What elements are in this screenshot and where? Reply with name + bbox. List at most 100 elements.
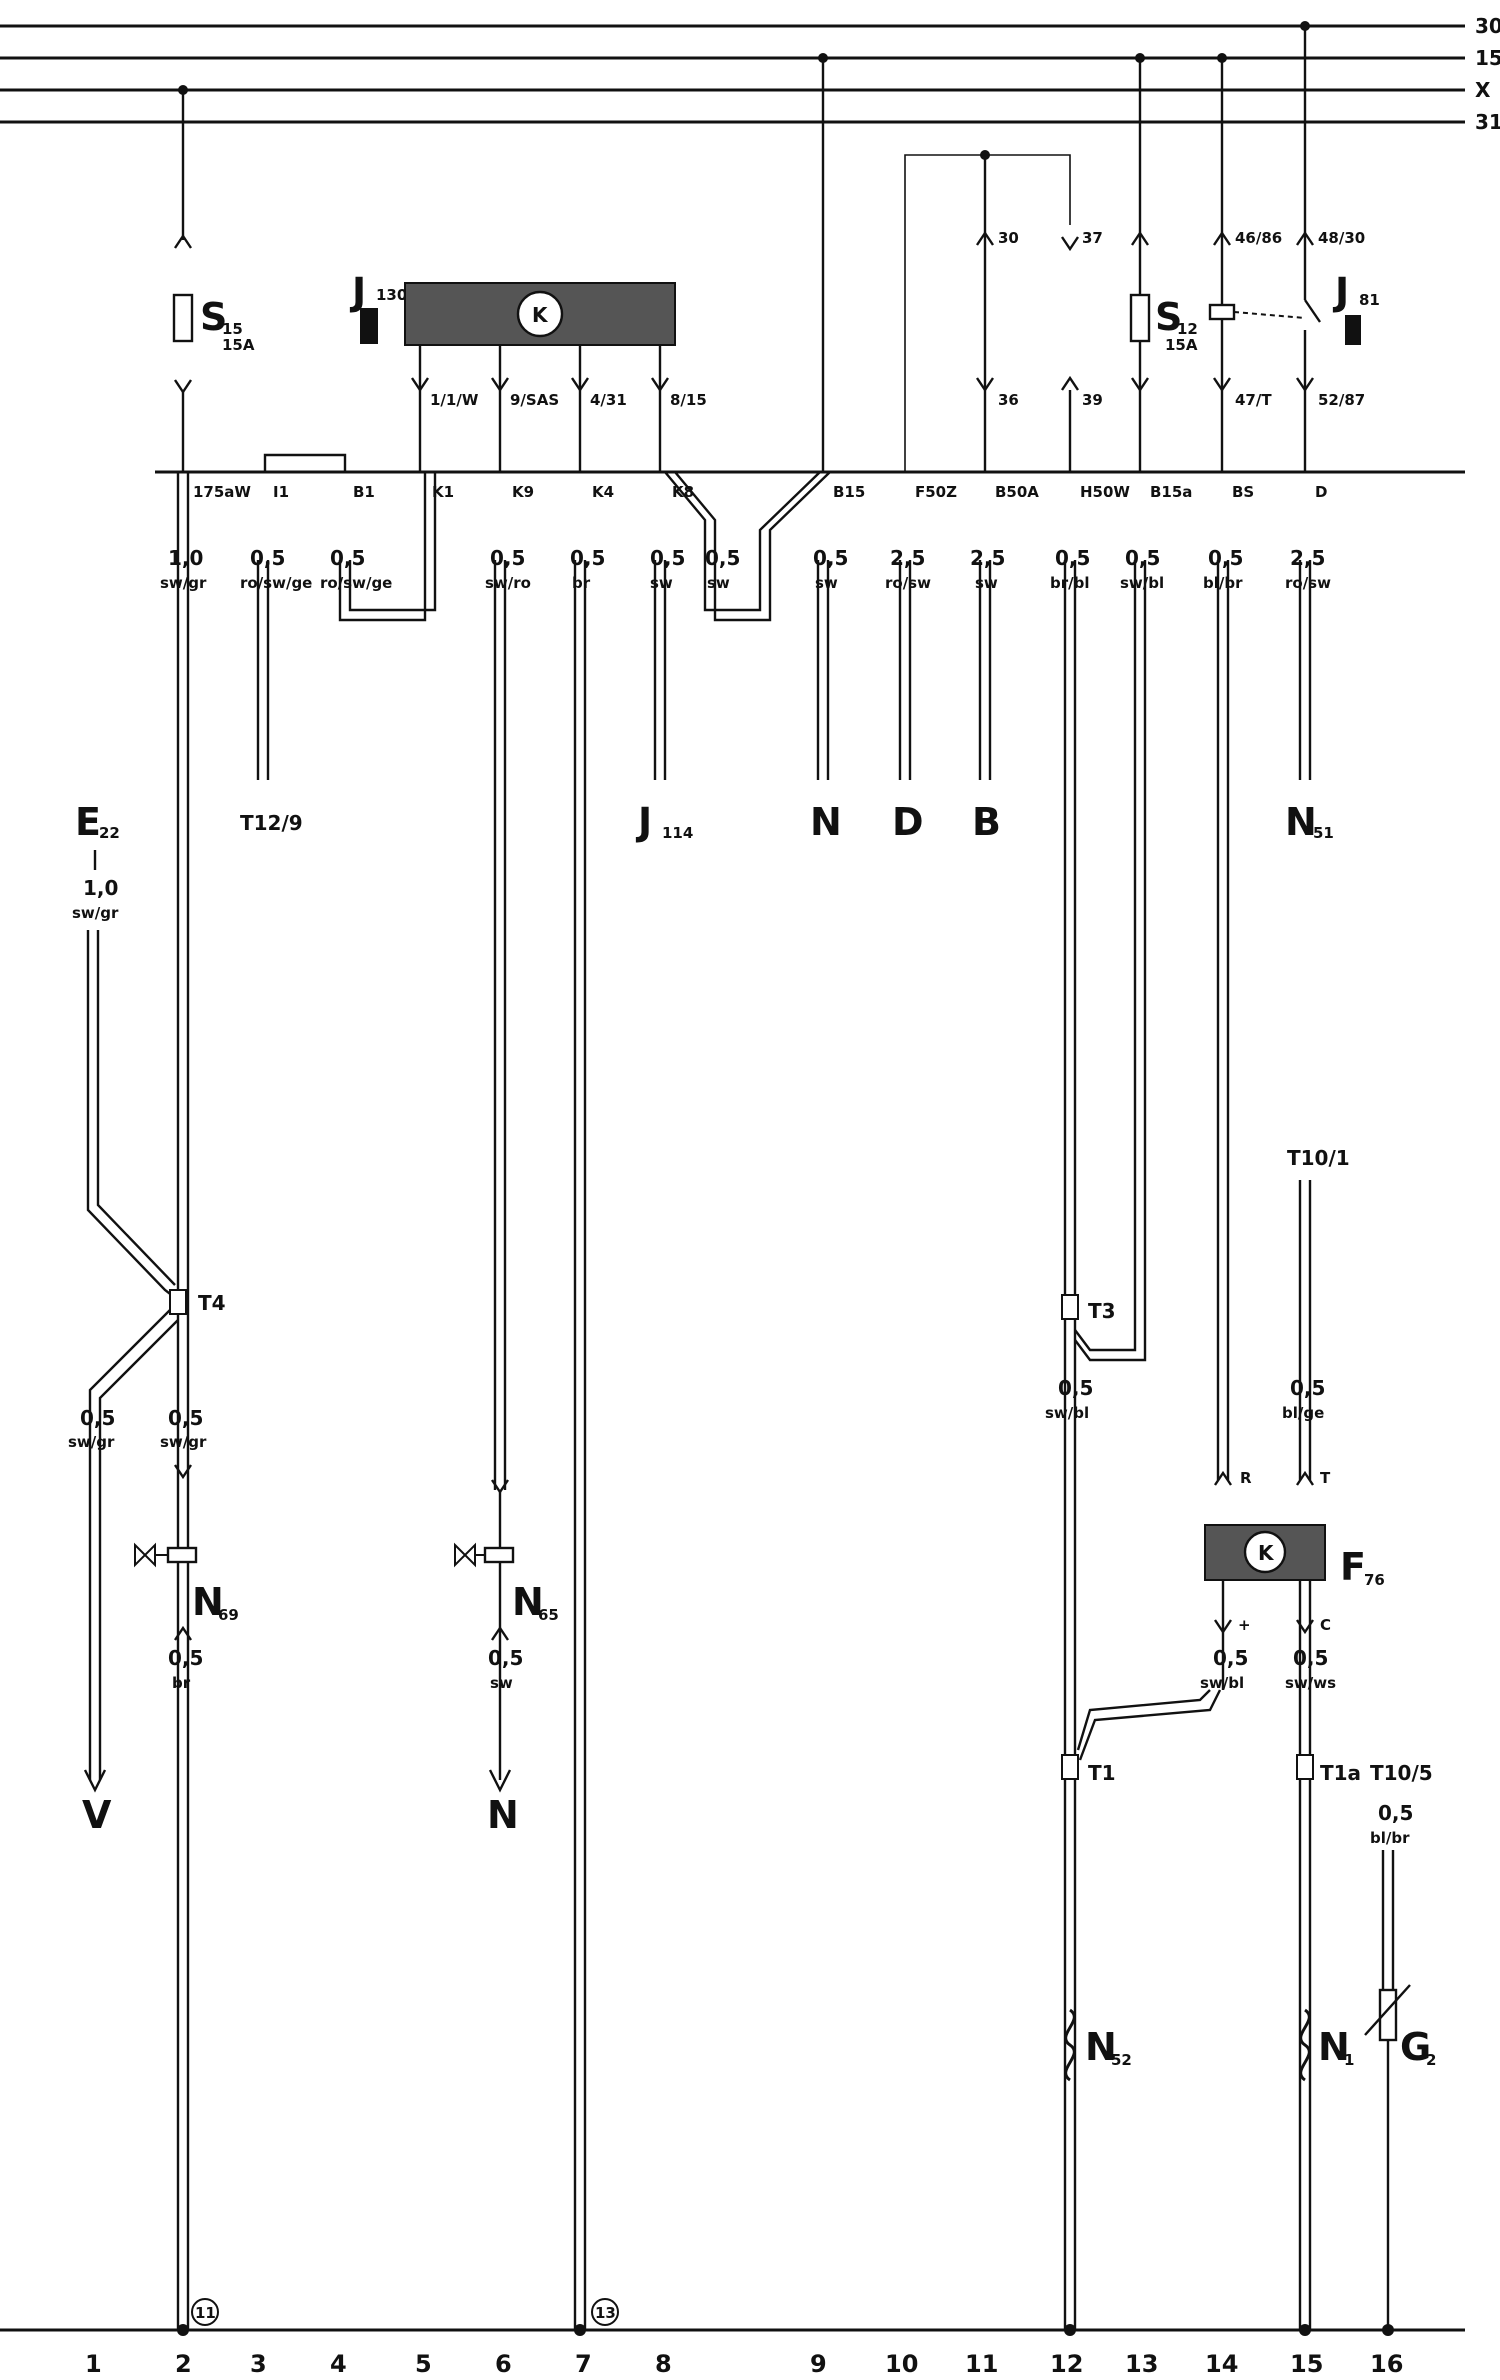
f76-branch: T10/1 0,5 bl/ge R T K F 76 + 0,5 sw/bl C… [1200, 1146, 1385, 2330]
wire-size: 0,5 [1058, 1376, 1093, 1400]
wire-color: br/bl [1050, 574, 1090, 592]
ground-ref-13: 13 [595, 2304, 616, 2322]
f76-pin-c: C [1320, 1616, 1331, 1634]
wire-color: sw/bl [1120, 574, 1164, 592]
n1-sub: 1 [1344, 2051, 1354, 2069]
connector-t3: T3 [1088, 1299, 1116, 1323]
fuse-s12-name: S [1155, 295, 1182, 339]
wire-top-labels: 1,0 sw/gr 0,5 ro/sw/ge 0,5 ro/sw/ge 0,5 … [160, 546, 1331, 592]
fuse-s15: S 15 15A [172, 90, 255, 472]
connector-t10-5: T10/5 [1370, 1761, 1433, 1785]
dest-j114-name: J [635, 800, 652, 844]
f76-pin-r: R [1240, 1469, 1252, 1487]
track-number: 2 [175, 2350, 192, 2378]
pin-52-87: 52/87 [1318, 391, 1365, 409]
track-number: 1 [85, 2350, 102, 2378]
fuse-s15-rating: 15A [222, 336, 255, 354]
relay-j81-name: J [1332, 270, 1349, 314]
arrow-n: N [487, 1793, 519, 1837]
terminal-b1: B1 [353, 483, 375, 501]
terminal-b50a: B50A [995, 483, 1039, 501]
g2-sub: 2 [1426, 2051, 1436, 2069]
pin-48-30: 48/30 [1318, 229, 1365, 247]
wire-size: 0,5 [330, 546, 365, 570]
relay-j130-sub: 130 [376, 286, 407, 304]
f76-sub: 76 [1364, 1571, 1385, 1589]
wire-size: 0,5 [1213, 1646, 1248, 1670]
track-number: 3 [250, 2350, 267, 2378]
n69-sub: 69 [218, 1606, 239, 1624]
ground-bus: 11 13 [0, 2298, 1465, 2336]
pin-46-86: 46/86 [1235, 229, 1282, 247]
wire-color: bl/ge [1282, 1404, 1324, 1422]
track-number: 4 [330, 2350, 347, 2378]
rail-label-x: X [1475, 78, 1491, 102]
valve-n65: N 65 0,5 sw N [454, 1479, 559, 1837]
wire-color: sw/ws [1285, 1674, 1336, 1692]
n65-name: N [512, 1580, 544, 1624]
connector-t10-1: T10/1 [1287, 1146, 1350, 1170]
track-number: 12 [1050, 2350, 1083, 2378]
sensor-g2: T10/5 0,5 bl/br G 2 [1364, 1761, 1436, 2330]
wire-color: sw/bl [1045, 1404, 1089, 1422]
pin-30: 30 [998, 229, 1019, 247]
terminal-175aw: 175aW [193, 483, 251, 501]
track-number: 11 [965, 2350, 998, 2378]
n52-branch: T3 0,5 sw/bl T1 N 52 [1045, 1294, 1222, 2082]
wire-size: 0,5 [570, 546, 605, 570]
track-number: 15 [1290, 2350, 1323, 2378]
n69-name: N [192, 1580, 224, 1624]
fuse-s12-sub: 12 [1177, 320, 1198, 338]
terminal-k4: K4 [592, 483, 614, 501]
wire-color: sw/ro [485, 574, 531, 592]
dest-n51-sub: 51 [1313, 824, 1334, 842]
e22-color: sw/gr [72, 904, 119, 922]
power-rails: 30 15 X 31 [0, 14, 1500, 134]
dest-j114-sub: 114 [662, 824, 693, 842]
terminal-i1: I1 [273, 483, 289, 501]
pin-39: 39 [1082, 391, 1103, 409]
e22-size: 1,0 [83, 876, 118, 900]
pin-37: 37 [1082, 229, 1103, 247]
wire-size: 0,5 [705, 546, 740, 570]
wire-color: sw/bl [1200, 1674, 1244, 1692]
track-number: 9 [810, 2350, 827, 2378]
wire-size: 0,5 [813, 546, 848, 570]
pin-36: 36 [998, 391, 1019, 409]
n65-sub: 65 [538, 1606, 559, 1624]
wire-size: 0,5 [488, 1646, 523, 1670]
dest-b: B [972, 800, 1001, 844]
wire-color: br [572, 574, 591, 592]
e22-branch: E 22 1,0 sw/gr T4 0,5 sw/gr V [68, 800, 226, 1837]
j130-pin-8: 8/15 [670, 391, 707, 409]
f76-pin-plus: + [1238, 1616, 1251, 1634]
terminal-k1: K1 [432, 483, 454, 501]
wire-size: 0,5 [1378, 1801, 1413, 1825]
valve-n69: 0,5 sw/gr N 69 0,5 br [134, 1406, 239, 1692]
wire-color: ro/sw [885, 574, 931, 592]
wire-color: sw/gr [160, 574, 207, 592]
dest-t12-9: T12/9 [240, 811, 303, 835]
lower-wires [176, 453, 1312, 2330]
wire-color: sw [815, 574, 838, 592]
terminal-bs: BS [1232, 483, 1254, 501]
wire-size: 0,5 [250, 546, 285, 570]
relay-j130-mark: K [532, 303, 549, 327]
relay-j81-sub: 81 [1359, 291, 1380, 309]
wire-size: 0,5 [1125, 546, 1160, 570]
relay-j130-name: J [349, 270, 366, 314]
wire-size: 0,5 [168, 1406, 203, 1430]
track-number: 7 [575, 2350, 592, 2378]
wire-size: 0,5 [1290, 1376, 1325, 1400]
track-numbers: 1 2 3 4 5 6 7 8 9 10 11 12 13 14 15 16 [85, 2350, 1403, 2378]
connector-t1: T1 [1088, 1761, 1116, 1785]
upper-right-wiring: 30 37 36 39 S 12 15A 46/86 47/T 48/30 52… [821, 26, 1380, 472]
track-number: 16 [1370, 2350, 1403, 2378]
wire-color: ro/sw [1285, 574, 1331, 592]
pin-47-t: 47/T [1235, 391, 1272, 409]
wire-color: sw [650, 574, 673, 592]
terminal-k9: K9 [512, 483, 534, 501]
wire-color: sw [975, 574, 998, 592]
track-number: 10 [885, 2350, 918, 2378]
